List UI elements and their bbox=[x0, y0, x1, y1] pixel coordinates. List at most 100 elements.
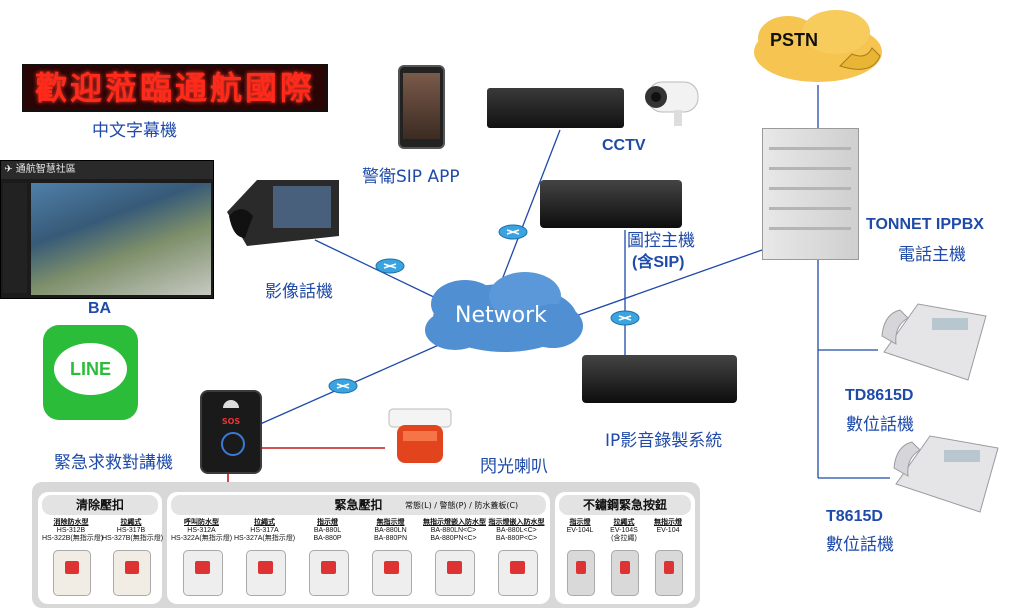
video-phone-label: 影像話機 bbox=[265, 282, 333, 302]
catalog-item-line2: HS-312A bbox=[187, 527, 216, 534]
router-icon bbox=[498, 224, 528, 240]
emergency-button-icon bbox=[53, 550, 91, 596]
td8615d-phone-icon bbox=[881, 303, 987, 381]
section-reset-title: 清除壓扣 bbox=[42, 495, 158, 515]
catalog-item-line3: HS-327B(無指示燈) bbox=[102, 535, 164, 542]
recording-label: IP影音錄製系統 bbox=[605, 431, 723, 451]
ba-sidebar bbox=[3, 183, 27, 293]
control-host-label-line2: (含SIP) bbox=[632, 254, 685, 271]
wire-network-pbx bbox=[569, 249, 763, 319]
catalog-item-line1: 指示燈 bbox=[317, 519, 338, 526]
catalog-item-line2: EV-104L bbox=[566, 527, 594, 534]
catalog-item-line2: EV-104S bbox=[610, 527, 638, 534]
intercom-label: 緊急求救對講機 bbox=[54, 453, 173, 473]
t8615d-phone-icon bbox=[893, 435, 999, 513]
emergency-button-icon bbox=[434, 550, 475, 596]
catalog-item-line2: BA-880L<C> bbox=[496, 527, 537, 534]
ippbx-label-line2: 電話主機 bbox=[898, 245, 966, 265]
catalog-item-line3: BA-880P bbox=[313, 535, 342, 542]
catalog-item-line1: 指示燈 bbox=[569, 519, 591, 526]
catalog-item-line2: EV-104 bbox=[656, 527, 680, 534]
catalog-item-line3: BA-880PN bbox=[373, 535, 408, 542]
line-app-icon: LINE bbox=[43, 325, 138, 420]
control-host-label-line1: 圖控主機 bbox=[627, 231, 695, 251]
sos-text: SOS bbox=[221, 417, 241, 426]
control-host-icon bbox=[540, 180, 682, 228]
video-phone-icon bbox=[227, 180, 339, 246]
catalog-item-line2: HS-317B bbox=[116, 527, 146, 534]
catalog-item-line1: 呼叫防水型 bbox=[184, 519, 219, 526]
td8615d-label-line2: 數位話機 bbox=[846, 415, 914, 435]
emergency-button-icon bbox=[611, 550, 639, 596]
strobe-label: 閃光喇叭 bbox=[480, 457, 548, 477]
catalog-item-line2: BA-880LN<C> bbox=[430, 527, 477, 534]
catalog-item-line3: HS-322B(無指示燈) bbox=[42, 535, 104, 542]
wire-cctv-network bbox=[499, 129, 561, 286]
section-emergency-title-text: 緊急壓扣 bbox=[334, 498, 383, 512]
recording-server-icon bbox=[582, 355, 737, 403]
catalog-item-line1: 拉繩式 bbox=[120, 519, 142, 526]
emergency-button-icon bbox=[567, 550, 595, 596]
cctv-camera-icon bbox=[645, 81, 699, 126]
network-label: Network bbox=[455, 303, 547, 328]
ba-3d-view bbox=[31, 183, 211, 295]
t8615d-label-line2: 數位話機 bbox=[826, 535, 894, 555]
led-sign-display: 歡迎蒞臨通航國際 bbox=[22, 64, 328, 112]
emergency-button-icon bbox=[113, 550, 151, 596]
emergency-button-icon bbox=[497, 550, 538, 596]
catalog-item-line1: 無指示燈 bbox=[654, 519, 682, 526]
catalog-item-line2: HS-312B bbox=[56, 527, 86, 534]
catalog-item-line1: 指示燈嵌入防水型 bbox=[488, 519, 545, 526]
pstn-cloud bbox=[754, 10, 882, 82]
catalog-item-line2: HS-317A bbox=[250, 527, 279, 534]
ba-title: 通航智慧社區 bbox=[15, 164, 76, 175]
section-emergency-note: 常態(L) / 警態(P) / 防水蓋板(C) bbox=[405, 501, 519, 510]
pstn-label: PSTN bbox=[770, 30, 819, 50]
dvr-recorder-icon bbox=[487, 88, 624, 128]
emergency-button-icon bbox=[308, 550, 349, 596]
sip-app-label: 警衛SIP APP bbox=[362, 167, 460, 187]
led-sign-label: 中文字幕機 bbox=[92, 121, 177, 141]
router-icon bbox=[375, 258, 405, 274]
ba-label: BA bbox=[88, 300, 112, 317]
t8615d-label-line1: T8615D bbox=[826, 508, 883, 525]
catalog-item-line2: BA-880L bbox=[313, 527, 342, 534]
catalog-item-line3: HS-322A(無指示燈) bbox=[171, 535, 233, 542]
ba-screen: ✈ 通航智慧社區 bbox=[0, 160, 214, 299]
cctv-label: CCTV bbox=[602, 137, 646, 154]
ba-title-bar: ✈ 通航智慧社區 bbox=[1, 161, 213, 179]
line-label: LINE bbox=[69, 359, 111, 379]
emergency-button-icon bbox=[245, 550, 286, 596]
emergency-button-icon bbox=[655, 550, 683, 596]
catalog-item-line3: BA-880P<C> bbox=[495, 535, 538, 542]
td8615d-label-line1: TD8615D bbox=[845, 387, 914, 404]
emergency-button-icon bbox=[182, 550, 223, 596]
catalog-item-line3: BA-880PN<C> bbox=[430, 535, 477, 542]
wire-videophone-network bbox=[314, 239, 441, 301]
smartphone-icon bbox=[398, 65, 445, 149]
catalog-item-line1: 無指示燈嵌入防水型 bbox=[423, 519, 486, 526]
catalog-item-line1: 拉繩式 bbox=[613, 519, 635, 526]
ippbx-cabinet-icon bbox=[762, 128, 859, 260]
line-bubble-icon bbox=[54, 343, 127, 395]
ippbx-label-line1: TONNET IPPBX bbox=[866, 216, 984, 233]
smartphone-screen bbox=[403, 73, 440, 139]
router-icons bbox=[328, 224, 640, 394]
ba-logo-icon: ✈ bbox=[4, 164, 13, 175]
catalog-item-line1: 消除防水型 bbox=[53, 519, 89, 526]
network-cloud bbox=[425, 272, 583, 352]
emergency-button-icon bbox=[371, 550, 412, 596]
